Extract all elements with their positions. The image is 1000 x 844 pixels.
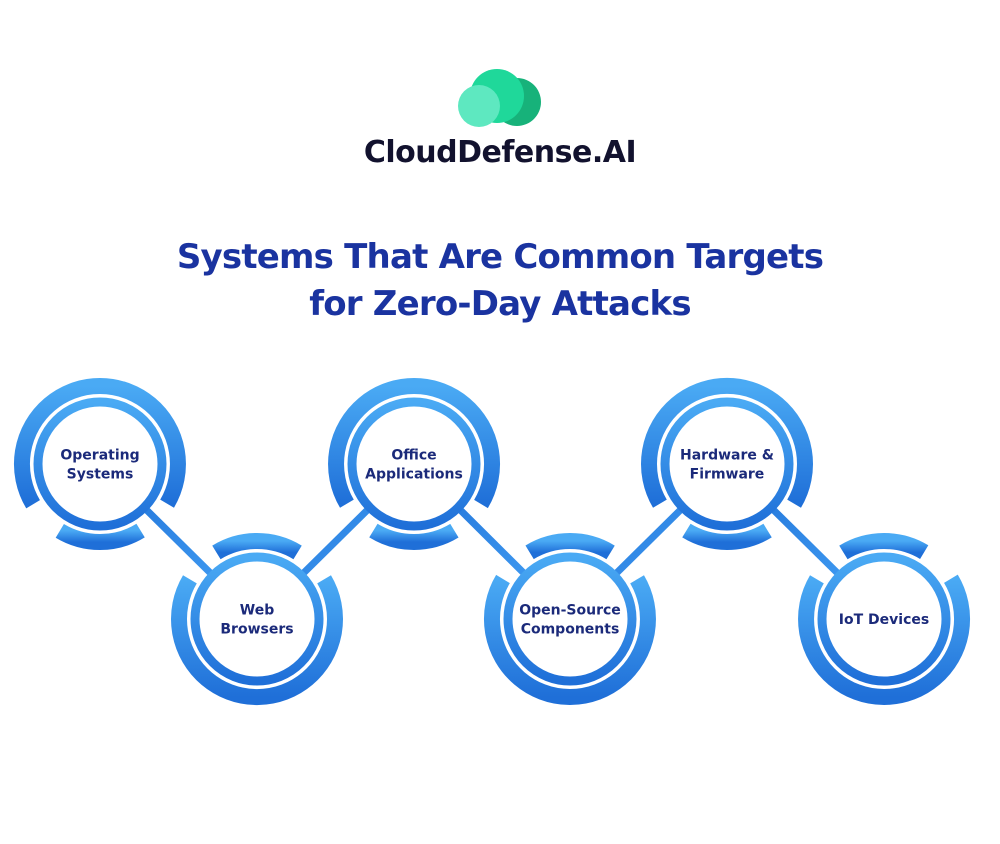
logo bbox=[0, 68, 1000, 188]
title-line-2: for Zero-Day Attacks bbox=[309, 284, 691, 324]
outer-ring-segment bbox=[55, 523, 145, 551]
brand-name: CloudDefense.AI bbox=[363, 135, 637, 170]
node-label: Office bbox=[391, 448, 436, 464]
node-label: Operating bbox=[60, 448, 139, 464]
outer-ring-segment bbox=[641, 378, 813, 508]
node-label: Browsers bbox=[220, 622, 293, 638]
node-iot-devices: IoT Devices bbox=[798, 532, 971, 705]
outer-ring-segment bbox=[13, 378, 186, 509]
connector-hardware-firmware-to-iot-devices bbox=[771, 507, 840, 576]
outer-ring-segment bbox=[369, 523, 459, 550]
connector-operating-systems-to-web-browsers bbox=[144, 507, 213, 576]
outer-ring-segment bbox=[839, 532, 929, 560]
node-label: Web bbox=[240, 603, 274, 619]
inner-ring bbox=[347, 397, 481, 531]
node-label: Firmware bbox=[690, 467, 765, 483]
outer-ring-segment bbox=[171, 575, 343, 705]
inner-ring bbox=[817, 552, 951, 686]
cloud-icon bbox=[458, 69, 541, 127]
connector-open-source-components-to-hardware-firmware bbox=[614, 507, 683, 576]
outer-ring-segment bbox=[328, 378, 501, 509]
outer-ring-segment bbox=[525, 533, 615, 560]
outer-ring-segment bbox=[798, 574, 971, 705]
connector-web-browsers-to-office-applications bbox=[301, 507, 370, 576]
outer-ring-segment bbox=[212, 533, 302, 560]
node-label: Applications bbox=[365, 467, 463, 483]
outer-ring-segment bbox=[483, 574, 656, 705]
node-label: Components bbox=[521, 622, 620, 638]
connector-office-applications-to-open-source-components bbox=[458, 508, 526, 575]
outer-ring-segment bbox=[682, 523, 772, 550]
node-hardware-firmware: Hardware & Firmware bbox=[641, 378, 813, 550]
node-label: IoT Devices bbox=[839, 612, 929, 628]
inner-ring bbox=[33, 397, 167, 531]
node-label: Hardware & bbox=[680, 448, 774, 464]
node-label: Open-Source bbox=[519, 603, 621, 619]
inner-ring bbox=[190, 552, 324, 686]
node-label: Systems bbox=[67, 467, 134, 483]
inner-ring bbox=[660, 397, 794, 531]
inner-ring bbox=[503, 552, 637, 686]
page-title: Systems That Are Common Targets for Zero… bbox=[0, 234, 1000, 328]
title-line-1: Systems That Are Common Targets bbox=[176, 237, 824, 277]
